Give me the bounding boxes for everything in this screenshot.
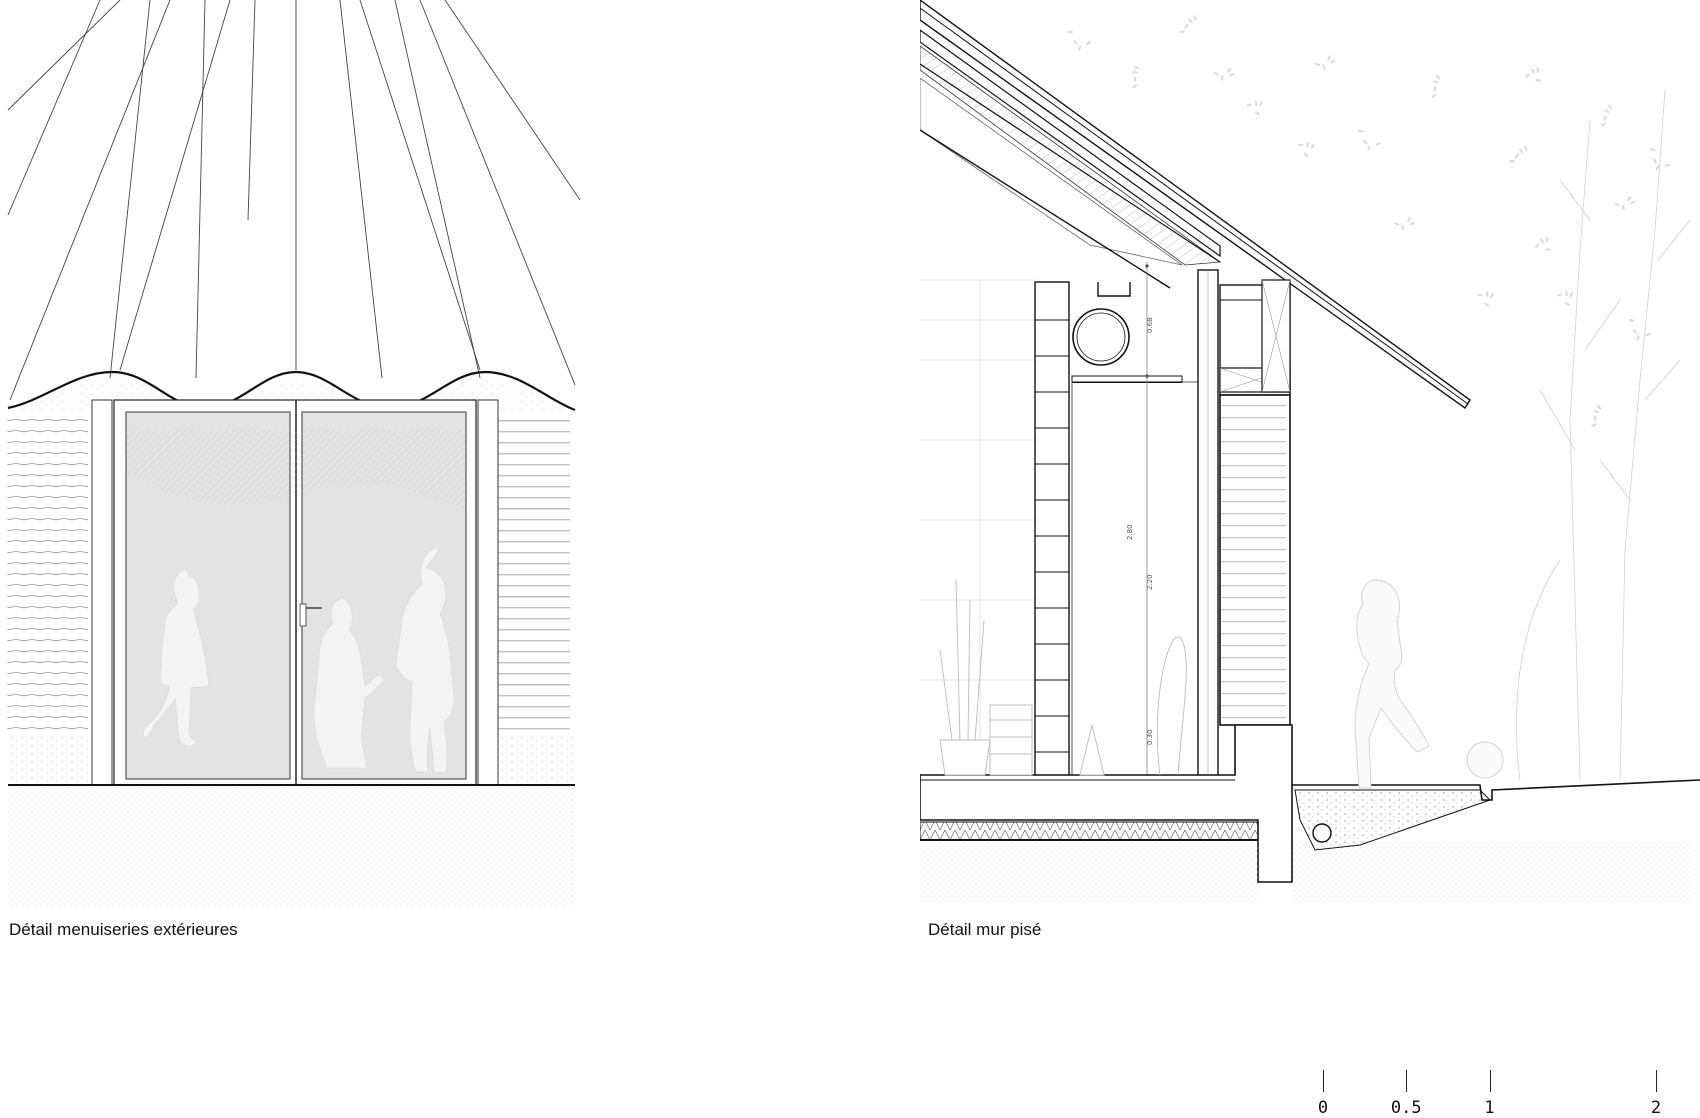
concrete-foundation	[920, 724, 1692, 902]
scale-tick-label: 0	[1317, 1098, 1329, 1118]
scale-tick-label: 0.5	[1390, 1098, 1422, 1118]
interior-post	[1034, 281, 1070, 778]
child-with-ball-silhouette	[1354, 579, 1504, 789]
potted-plants	[939, 579, 1187, 776]
background-masonry	[920, 279, 1035, 760]
drain-pipe	[1312, 823, 1332, 843]
scale-tick	[1406, 1070, 1408, 1092]
rammed-earth-wall-section-drawing: 0.68 2.80 2.20 0.30	[920, 0, 1700, 902]
rammed-earth-wall	[1219, 279, 1291, 726]
people-silhouettes	[143, 547, 455, 773]
dimension-label-030: 0.30	[1146, 729, 1154, 745]
ventilation-duct	[1072, 308, 1130, 366]
scale-tick	[1489, 1070, 1491, 1092]
gutter-profile	[1097, 282, 1131, 297]
scale-tick	[1323, 1070, 1324, 1092]
scale-tick-label: 2	[1650, 1098, 1662, 1118]
caption-wall-detail: Détail mur pisé	[928, 920, 1042, 939]
ground-section	[8, 784, 575, 907]
dimension-label-068: 0.68	[1146, 317, 1154, 333]
rammed-earth-wall-left	[7, 412, 108, 785]
roof-rafters	[7, 0, 581, 401]
roof-section	[920, 0, 1471, 410]
interior-space	[1071, 381, 1218, 778]
dimension-label-280: 2.80	[1126, 524, 1134, 540]
dimension-label-220: 2.20	[1146, 574, 1154, 590]
scale-bar: 0 0.5 1 2	[1317, 1070, 1690, 1118]
caption-joinery-detail: Détail menuiseries extérieures	[9, 920, 238, 939]
scale-tick	[1656, 1070, 1657, 1092]
drainage-trench	[1292, 779, 1700, 851]
background-foliage	[1516, 89, 1691, 781]
scale-tick-label: 1	[1484, 1098, 1495, 1118]
wavy-eave	[7, 370, 576, 412]
joinery-elevation-drawing	[7, 0, 581, 907]
